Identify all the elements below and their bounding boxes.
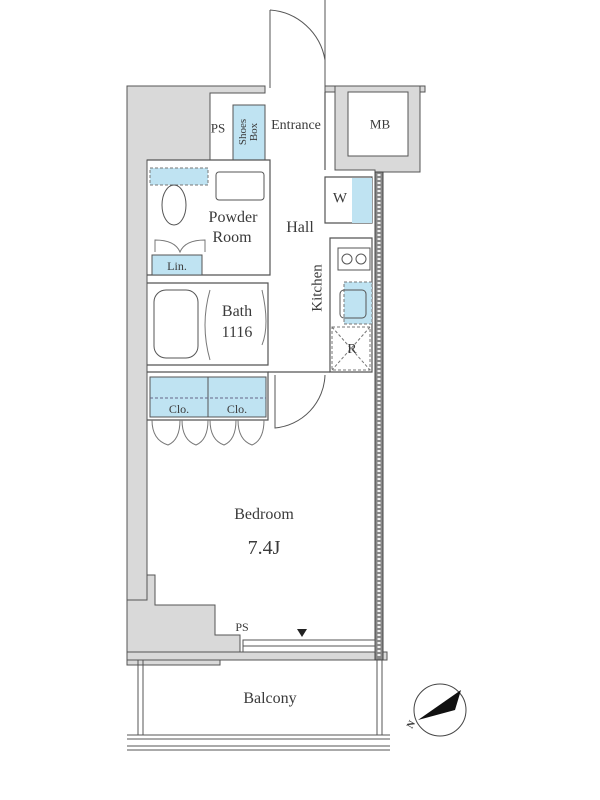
shoes-box-line2: Box <box>248 122 260 142</box>
powder-room-line2: Room <box>212 229 252 246</box>
mb-label: MB <box>369 116 391 132</box>
powder-room-line1: Powder <box>208 209 258 226</box>
entrance-label: Entrance <box>271 118 321 133</box>
window-marker-icon <box>297 629 307 637</box>
wall-bottom-left <box>126 574 241 666</box>
closet-1 <box>149 376 209 418</box>
kitchen-label: Kitchen <box>309 264 326 312</box>
bath-line2: 1116 <box>221 324 253 341</box>
linen-label: Lin. <box>167 259 187 273</box>
ps-top-label: PS <box>210 120 226 136</box>
w-label: W <box>332 190 348 207</box>
refrigerator-label: R <box>347 342 357 357</box>
kitchen-sink <box>343 281 373 325</box>
linen-closet <box>151 254 203 276</box>
bath-line1: Bath <box>221 303 253 320</box>
shoes-box <box>232 104 266 161</box>
refrigerator-space <box>331 326 371 371</box>
ps-bottom-label: PS <box>235 620 249 634</box>
hall-label: Hall <box>286 219 314 236</box>
toilet-tank <box>149 167 209 186</box>
bedroom-label: Bedroom <box>234 506 294 523</box>
washer-space <box>352 178 372 223</box>
closet-1-label: Clo. <box>168 402 190 416</box>
entrance-door <box>269 9 326 88</box>
balcony-label: Balcony <box>243 690 297 707</box>
closet-2 <box>207 376 267 418</box>
bedroom-size: 7.4J <box>247 537 281 559</box>
bathtub <box>153 289 199 359</box>
compass-icon <box>413 683 467 737</box>
closet-2-label: Clo. <box>226 402 248 416</box>
mb-box <box>347 91 409 157</box>
washbasin <box>215 171 265 201</box>
stove <box>337 247 371 271</box>
wall-sill <box>126 651 388 661</box>
toilet-bowl <box>161 184 187 226</box>
